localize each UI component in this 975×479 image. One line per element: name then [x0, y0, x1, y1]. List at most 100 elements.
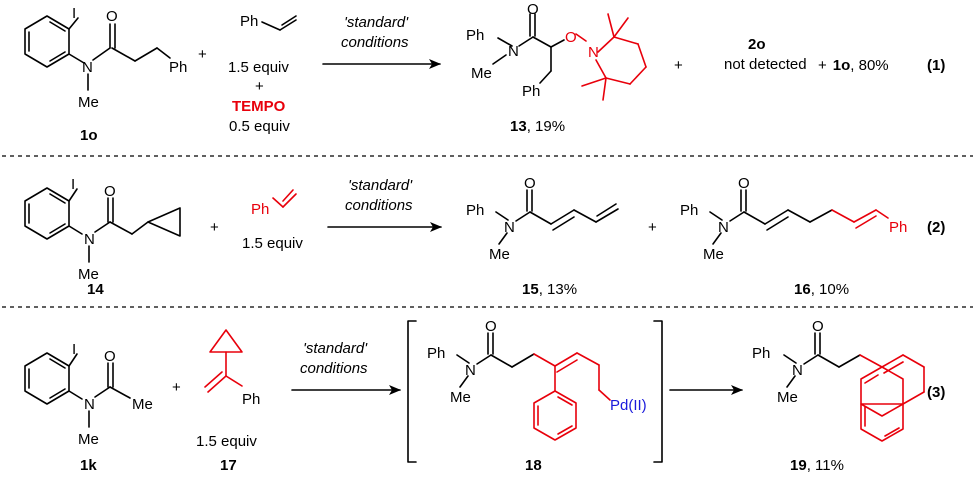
eq3-substrate-structure — [24, 352, 131, 428]
eq3-alkene-phenyl: Ph — [242, 391, 260, 408]
eq3-p19-yield: , 11% — [807, 457, 844, 474]
eq3-i18-methyl: Me — [450, 389, 471, 406]
eq2-plus-2: + — [648, 219, 657, 236]
eq3-p19-nitrogen: N — [792, 362, 803, 379]
eq1-number: (1) — [927, 57, 945, 74]
eq1-tempo-oxygen: O — [565, 29, 577, 46]
eq3-p19-methyl: Me — [777, 389, 798, 406]
eq3-conditions-line2: conditions — [300, 360, 368, 377]
eq3-p19-phenyl: Ph — [752, 345, 770, 362]
eq1-substrate-label: 1o — [80, 127, 98, 144]
eq3-alkene-label: 17 — [220, 457, 237, 474]
eq2-conditions-line2: conditions — [345, 197, 413, 214]
eq2-p16-methyl: Me — [703, 246, 724, 263]
eq1-plus-2: + — [255, 78, 264, 95]
eq3-nitrogen-label: N — [84, 396, 95, 413]
intermediate-bracket — [407, 320, 663, 463]
eq1-recovered-label: 1o — [833, 57, 851, 74]
eq1-oxygen-label: O — [106, 8, 118, 25]
eq1-product-methyl: Me — [471, 65, 492, 82]
eq1-tempo-equiv: 0.5 equiv — [229, 118, 290, 135]
eq1-tempo-ring — [581, 13, 647, 101]
eq2-oxygen-label: O — [104, 183, 116, 200]
eq2-product16-structure — [709, 189, 889, 245]
eq2-styrene-phenyl: Ph — [251, 201, 269, 218]
eq3-conditions-line1: 'standard' — [303, 340, 368, 357]
eq2-p15-nitrogen: N — [504, 219, 515, 236]
eq1-product-phenyl: Ph — [466, 27, 484, 44]
eq1-substrate-structure — [24, 15, 171, 91]
eq3-i18-nitrogen: N — [465, 362, 476, 379]
eq1-plus-3: + — [674, 57, 683, 74]
eq1-tempo-nitrogen: N — [588, 44, 599, 61]
eq1-product-yield: , 19% — [527, 118, 565, 135]
eq1-product-structure — [492, 13, 587, 84]
eq1-iodo-label: I — [72, 5, 76, 22]
eq3-acetyl-methyl: Me — [132, 396, 153, 413]
separators — [2, 155, 973, 308]
eq3-product19-structure — [783, 332, 925, 442]
eq1-product-benzyl-phenyl: Ph — [522, 83, 540, 100]
eq1-side-product-note: not detected — [724, 56, 807, 73]
eq1-styrene-equiv: 1.5 equiv — [228, 59, 289, 76]
eq1-styrene-structure — [261, 15, 297, 31]
eq2-p16-oxygen: O — [738, 175, 750, 192]
eq2-p16-label: 16 — [794, 281, 811, 298]
eq2-substrate-structure — [24, 187, 181, 263]
eq3-alkene-equiv: 1.5 equiv — [196, 433, 257, 450]
eq3-p19-oxygen: O — [812, 318, 824, 335]
eq1-side-product-label: 2o — [748, 36, 766, 53]
eq2-plus-1: + — [210, 219, 219, 236]
eq2-methyl-label: Me — [78, 266, 99, 283]
eq2-p16-nitrogen: N — [718, 219, 729, 236]
eq3-p19-caption: 19, 11% — [790, 457, 844, 474]
eq3-methyl-label: Me — [78, 431, 99, 448]
eq3-oxygen-label: O — [104, 348, 116, 365]
eq2-p15-label: 15 — [522, 281, 539, 298]
eq2-p16-yield: , 10% — [811, 281, 849, 298]
eq3-p19-label: 19 — [790, 457, 807, 474]
eq2-iodo-label: I — [71, 176, 75, 193]
eq1-product-oxygen: O — [527, 1, 539, 18]
eq1-recovered-yield: , 80% — [850, 57, 888, 74]
eq3-plus: + — [172, 379, 181, 396]
eq1-nitrogen-label: N — [82, 59, 93, 76]
eq1-product-label: 13 — [510, 118, 527, 135]
eq2-styrene-structure — [272, 189, 297, 208]
eq2-p15-oxygen: O — [524, 175, 536, 192]
eq3-alkene17-structure — [204, 329, 243, 393]
eq3-palladium-label: Pd(II) — [610, 397, 647, 414]
eq3-i18-oxygen: O — [485, 318, 497, 335]
eq2-p15-phenyl: Ph — [466, 202, 484, 219]
eq1-tempo-label: TEMPO — [232, 98, 286, 115]
eq2-p15-methyl: Me — [489, 246, 510, 263]
eq2-substrate-label: 14 — [87, 281, 104, 298]
eq2-conditions-line1: 'standard' — [348, 177, 413, 194]
eq3-intermediate-label: 18 — [525, 457, 542, 474]
eq1-conditions-line1: 'standard' — [344, 14, 409, 31]
eq2-styrene-equiv: 1.5 equiv — [242, 235, 303, 252]
eq2-nitrogen-label: N — [84, 231, 95, 248]
eq2-p16-end-phenyl: Ph — [889, 219, 907, 236]
eq1-product-caption: 13, 19% — [510, 118, 565, 135]
eq2-p16-caption: 16, 10% — [794, 281, 849, 298]
eq2-p15-yield: , 13% — [539, 281, 577, 298]
eq1-product-nitrogen: N — [508, 43, 519, 60]
eq2-p15-caption: 15, 13% — [522, 281, 577, 298]
eq3-iodo-label: I — [72, 341, 76, 358]
eq3-number: (3) — [927, 384, 945, 401]
eq2-product15-structure — [495, 189, 619, 245]
eq3-substrate-label: 1k — [80, 457, 97, 474]
eq2-number: (2) — [927, 219, 945, 236]
eq2-p16-phenyl: Ph — [680, 202, 698, 219]
eq1-phenyl-label: Ph — [169, 59, 187, 76]
eq1-recovered-caption: +1o, 80% — [818, 57, 889, 74]
eq3-intermediate18-structure — [456, 332, 611, 441]
eq3-i18-phenyl: Ph — [427, 345, 445, 362]
eq1-plus-1: + — [198, 46, 207, 63]
eq1-plus-4: + — [818, 57, 827, 74]
eq1-conditions-line2: conditions — [341, 34, 409, 51]
eq1-methyl-label: Me — [78, 94, 99, 111]
